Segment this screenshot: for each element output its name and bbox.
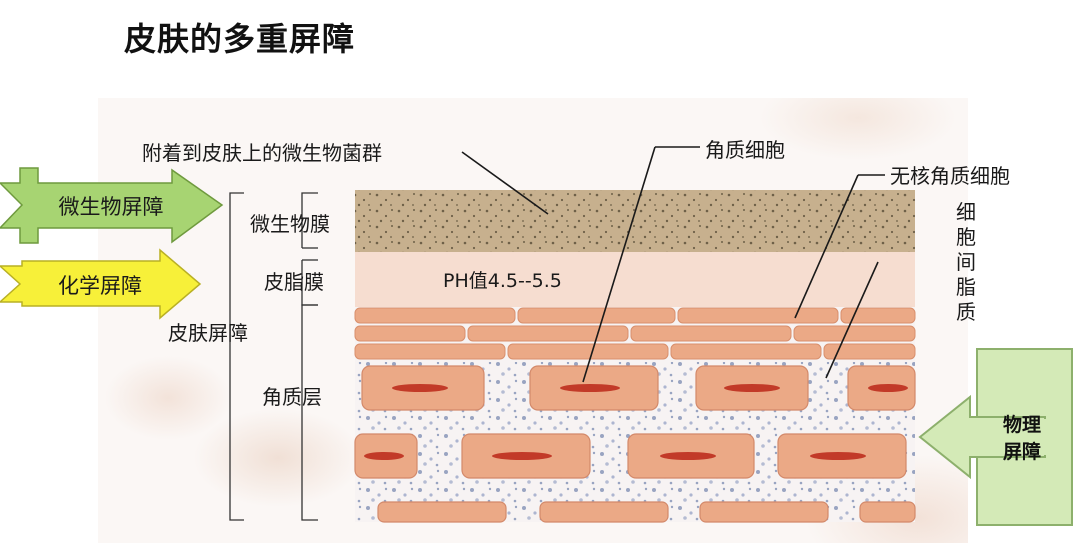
sebum-film-label: 皮脂膜 <box>264 270 324 294</box>
stratum-corneum-label: 角质层 <box>262 385 322 409</box>
microbial-barrier-label: 微生物屏障 <box>58 195 164 219</box>
sebum-film-layer <box>355 252 915 307</box>
microbiota-label: 附着到皮肤上的微生物菌群 <box>142 141 382 165</box>
intercellular-lipid-label: 细胞间脂质 <box>956 200 976 324</box>
pointer-lines <box>461 146 885 383</box>
cell-nuclei <box>364 384 908 460</box>
anucleate-cells <box>354 307 916 360</box>
anucleate-label: 无核角质细胞 <box>890 164 1010 188</box>
chemical-barrier-arrow <box>0 248 202 320</box>
ph-label: PH值4.5--5.5 <box>443 270 562 292</box>
skin-barrier-label: 皮肤屏障 <box>168 321 248 345</box>
microbial-barrier-arrow <box>0 167 224 244</box>
keratinocyte-label: 角质细胞 <box>705 138 785 162</box>
layer-brackets <box>229 192 318 521</box>
chemical-barrier-label: 化学屏障 <box>58 274 142 298</box>
page-title: 皮肤的多重屏障 <box>124 20 356 58</box>
microbial-film-label: 微生物膜 <box>250 212 330 236</box>
physical-barrier-label: 物理 屏障 <box>1002 414 1041 463</box>
